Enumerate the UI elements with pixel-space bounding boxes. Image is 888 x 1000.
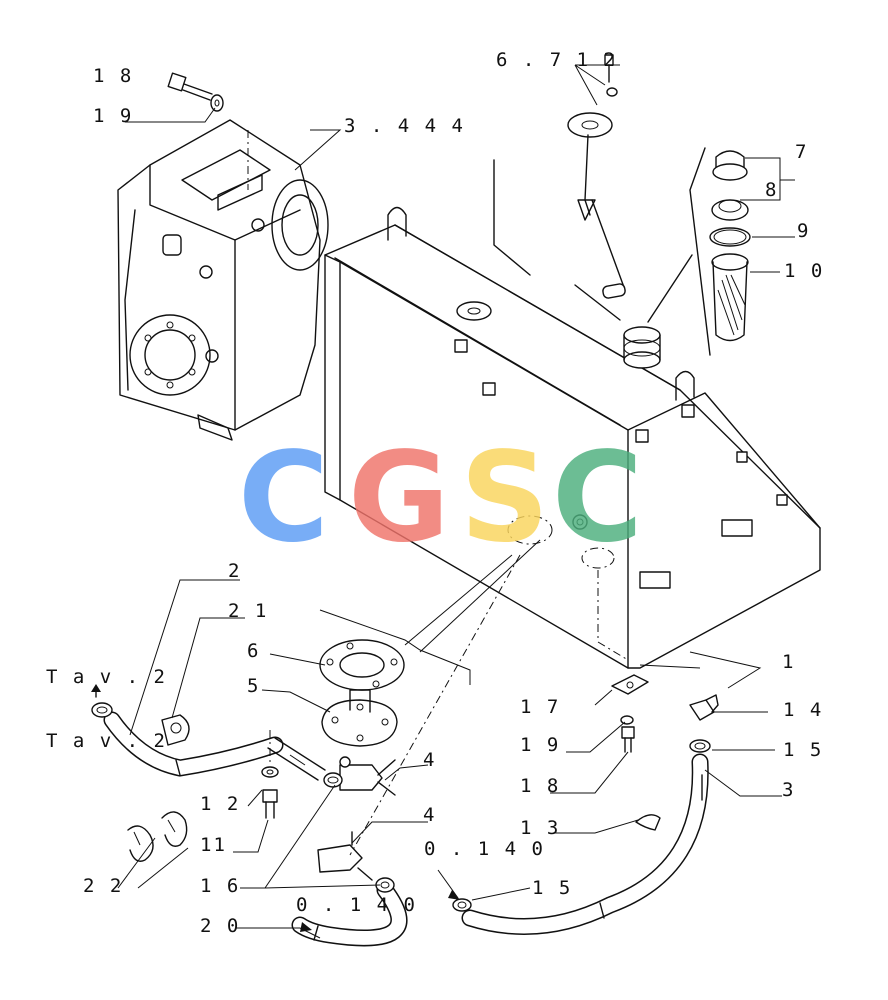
pad-axis-line bbox=[597, 570, 629, 661]
label-10: 1 0 bbox=[784, 260, 824, 282]
label-15-upper: 1 5 bbox=[783, 739, 823, 761]
label-15-lower: 1 5 bbox=[532, 877, 572, 899]
bolt-18-bottom bbox=[621, 726, 635, 753]
label-6712: 6 . 7 1 2 bbox=[496, 49, 617, 71]
filler-cap-7 bbox=[712, 150, 748, 181]
label-17: 1 7 bbox=[520, 696, 560, 718]
fitting-14 bbox=[689, 694, 719, 721]
washer-19-top bbox=[210, 94, 224, 112]
label-5: 5 bbox=[247, 675, 260, 697]
arrow-head-up bbox=[91, 684, 101, 692]
label-tav2-lower: T a v . 2 bbox=[46, 730, 167, 752]
valve-4-lower bbox=[317, 831, 373, 881]
seal-15-lower bbox=[452, 898, 472, 912]
label-14: 1 4 bbox=[783, 699, 823, 721]
filter-strainer-10 bbox=[711, 253, 749, 342]
valve-4-upper bbox=[339, 756, 396, 796]
label-18-bottom: 1 8 bbox=[520, 775, 560, 797]
level-sender-assembly bbox=[493, 54, 626, 321]
label-4-lower: 4 bbox=[423, 804, 436, 826]
label-4-upper: 4 bbox=[423, 749, 436, 771]
label-6: 6 bbox=[247, 640, 260, 662]
part-labels: 1 8 1 9 3 . 4 4 4 6 . 7 1 2 7 8 9 1 0 2 … bbox=[46, 49, 824, 937]
pad-17 bbox=[611, 674, 649, 695]
label-19-bottom: 1 9 bbox=[520, 734, 560, 756]
cgsc-watermark: C G S C bbox=[238, 426, 643, 570]
washer-19-bottom bbox=[620, 715, 634, 725]
watermark-letter-s: S bbox=[460, 426, 549, 570]
washer-12 bbox=[261, 766, 279, 778]
label-16: 1 6 bbox=[200, 875, 240, 897]
watermark-letter-g: G bbox=[348, 426, 450, 570]
label-tav2-upper: T a v . 2 bbox=[46, 666, 167, 688]
flange-plate-5 bbox=[321, 689, 398, 747]
seal-16-upper bbox=[323, 772, 343, 788]
bolt-11 bbox=[262, 789, 278, 819]
transmission-housing bbox=[117, 119, 329, 441]
drain-axis-line bbox=[349, 554, 521, 856]
hose-3 bbox=[461, 753, 709, 935]
label-11: 11 bbox=[200, 834, 227, 856]
filler-adapter-8 bbox=[711, 199, 749, 221]
clip-left bbox=[91, 702, 113, 718]
clamp-21 bbox=[161, 714, 190, 746]
label-1: 1 bbox=[782, 651, 795, 673]
label-8: 8 bbox=[765, 179, 778, 201]
flange-leader-b bbox=[419, 539, 541, 653]
label-18-top: 1 8 bbox=[93, 65, 133, 87]
watermark-letter-c1: C bbox=[238, 426, 329, 570]
label-21: 2 1 bbox=[228, 600, 268, 622]
watermark-letter-c2: C bbox=[552, 426, 643, 570]
label-2: 2 bbox=[228, 560, 241, 582]
label-12: 1 2 bbox=[200, 793, 240, 815]
flange-leader-a bbox=[404, 554, 513, 646]
arrow-0140-b bbox=[300, 922, 312, 932]
label-1-bracket bbox=[689, 651, 762, 689]
seal-15-upper bbox=[689, 739, 711, 753]
filler-bracket-line bbox=[689, 147, 711, 356]
label-7: 7 bbox=[795, 141, 808, 163]
tube-small bbox=[267, 737, 326, 781]
bolt-18-top bbox=[167, 72, 213, 101]
label-3444: 3 . 4 4 4 bbox=[344, 115, 465, 137]
hose-2 bbox=[103, 711, 284, 777]
label-0140-a: 0 . 1 4 0 bbox=[424, 838, 545, 860]
label-20: 2 0 bbox=[200, 915, 240, 937]
label-1-leader bbox=[639, 664, 701, 669]
label-13: 1 3 bbox=[520, 817, 560, 839]
clip-13 bbox=[635, 814, 661, 831]
fuel-tank bbox=[324, 206, 821, 669]
leader-lines bbox=[117, 64, 795, 939]
label-9: 9 bbox=[797, 220, 810, 242]
arrow-0140-a bbox=[448, 890, 460, 900]
label-0140-b: 0 . 1 4 0 bbox=[296, 894, 417, 916]
flange-6 bbox=[319, 639, 405, 691]
seal-ring-9 bbox=[709, 227, 751, 247]
flange-bracket-line bbox=[319, 609, 471, 685]
label-19-top: 1 9 bbox=[93, 105, 133, 127]
hose-clamps-22 bbox=[127, 811, 188, 862]
label-22: 2 2 bbox=[83, 875, 123, 897]
label-3: 3 bbox=[782, 779, 795, 801]
filler-leader-line bbox=[647, 254, 693, 323]
